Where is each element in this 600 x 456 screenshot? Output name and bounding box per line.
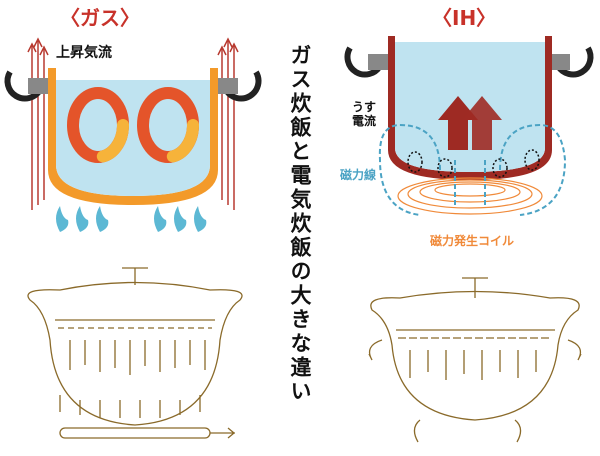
magnetic-field-lines: [378, 123, 567, 216]
updraft-arrows: [27, 37, 239, 210]
ih-title: 〈IH〉: [432, 6, 497, 30]
convection-arrows: [67, 87, 199, 163]
flame-icons: [56, 206, 207, 232]
gas-pot-line-art: [27, 267, 243, 439]
ih-pot-line-art: [368, 277, 582, 443]
center-title: ガス炊飯と電気炊飯の大きな違い: [288, 44, 312, 404]
gas-title: 〈ガス〉: [60, 6, 140, 30]
coil-label: 磁力発生コイル: [430, 234, 515, 248]
ih-pot: [344, 36, 594, 216]
eddy-current-label: うす 電流: [352, 100, 377, 128]
rising-arrows: [438, 96, 502, 150]
updraft-label: 上昇気流: [56, 45, 112, 61]
coil: [397, 177, 543, 215]
eddy-currents: [407, 149, 540, 178]
field-lines-label: 磁力線: [340, 168, 377, 182]
gas-pot: [4, 37, 262, 232]
